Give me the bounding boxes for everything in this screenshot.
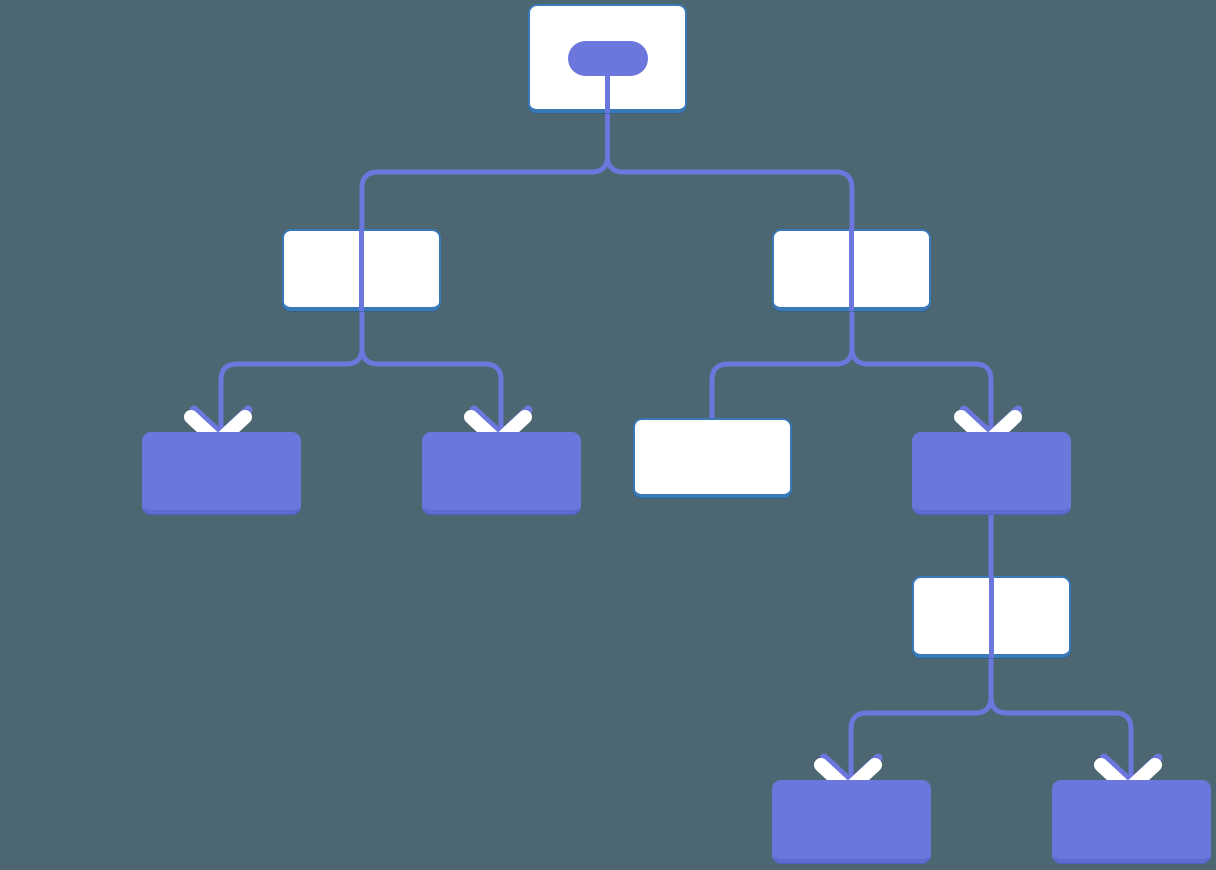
edge-e-root-l1right — [605, 113, 855, 229]
edge-e-l1left-l2b — [359, 311, 504, 436]
node-l2-d[interactable] — [912, 432, 1071, 514]
node-l2-b[interactable] — [422, 432, 581, 514]
node-l4-b[interactable] — [1052, 780, 1211, 863]
edge-e-l1right-l2c — [709, 311, 855, 420]
node-inner-stroke — [359, 229, 364, 311]
edge-e-l1right-l2d — [849, 311, 994, 436]
node-inner-stroke — [605, 58, 610, 113]
node-l2-a[interactable] — [142, 432, 301, 514]
edge-e-l3-l4b — [988, 658, 1134, 784]
node-l2-c[interactable] — [633, 418, 792, 498]
edge-e-l3-l4a — [848, 658, 994, 784]
node-inner-stroke — [849, 229, 854, 311]
node-l4-a[interactable] — [772, 780, 931, 863]
edge-e-l1left-l2a — [218, 311, 365, 436]
node-inner-stroke — [989, 576, 994, 658]
edge-e-root-l1left — [359, 113, 610, 229]
